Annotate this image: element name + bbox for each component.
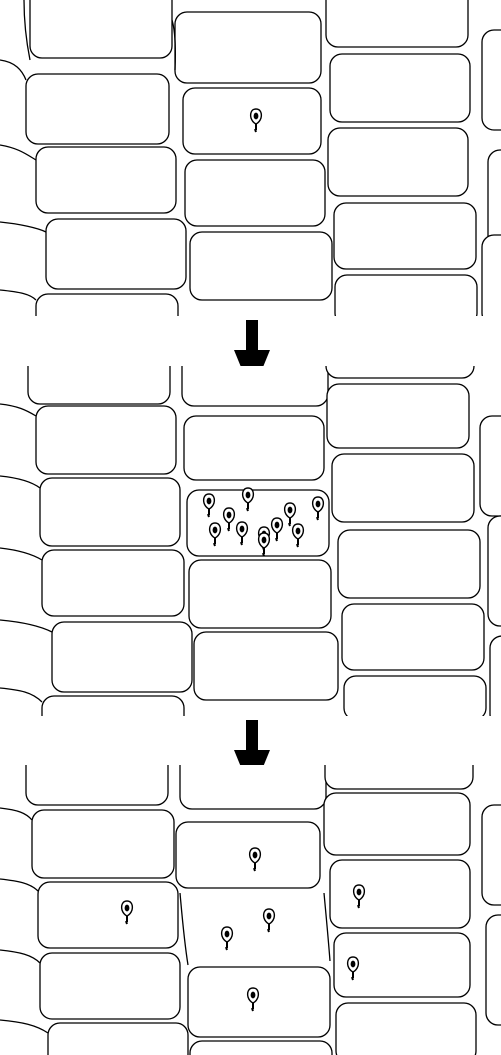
- organism-icon: [202, 493, 216, 518]
- plant-cell: [481, 804, 501, 906]
- plant-cell: [37, 881, 179, 949]
- plant-cell: [47, 1022, 189, 1055]
- plant-cell: [329, 859, 471, 929]
- organism-icon: [311, 496, 325, 521]
- plant-cell: [29, 0, 173, 59]
- plant-cell: [35, 293, 179, 316]
- cell-column-middle: [174, 11, 333, 301]
- plant-cell: [35, 405, 177, 475]
- plant-cell: [189, 1040, 333, 1055]
- plant-cell: [329, 53, 471, 123]
- cell-column-edge: [481, 804, 501, 1026]
- plant-cell: [325, 0, 469, 48]
- plant-cell: [481, 29, 501, 131]
- plant-cell: [41, 549, 185, 617]
- organism-icon: [283, 502, 297, 527]
- organism-icon: [346, 956, 360, 981]
- plant-cell: [39, 952, 181, 1020]
- cell-column-right: [325, 366, 487, 716]
- organism-icon: [241, 487, 255, 512]
- plant-cell: [487, 149, 501, 251]
- plant-cell: [323, 792, 471, 856]
- cell-column-right: [323, 765, 477, 1055]
- organism-icon: [352, 884, 366, 909]
- plant-cell: [181, 366, 329, 407]
- plant-cell: [41, 695, 185, 716]
- plant-cell: [341, 603, 485, 671]
- plant-cell: [45, 218, 187, 290]
- plant-cell: [188, 559, 332, 629]
- plant-cell: [27, 366, 171, 405]
- stage-3-panel: [0, 765, 501, 1055]
- organism-icon: [246, 987, 260, 1012]
- dissolved-cell-space: [180, 893, 324, 963]
- cell-column-left: [25, 0, 187, 316]
- organism-icon: [249, 108, 263, 133]
- plant-cell: [326, 383, 470, 449]
- organism-icon: [262, 908, 276, 933]
- plant-cell: [25, 73, 170, 145]
- plant-cell: [193, 631, 339, 701]
- plant-cell: [179, 765, 327, 810]
- cell-column-middle: [175, 765, 333, 1055]
- plant-cell: [184, 159, 326, 227]
- plant-cell: [479, 415, 501, 517]
- organism-icon: [222, 507, 236, 532]
- cell-column-left: [25, 765, 189, 1055]
- plant-cell: [489, 635, 501, 716]
- stage-2-panel: [0, 366, 501, 716]
- plant-cell: [335, 1002, 477, 1055]
- plant-cell: [187, 966, 331, 1038]
- plant-cell: [334, 274, 478, 316]
- plant-cell: [324, 765, 474, 790]
- plant-cell: [485, 914, 501, 1026]
- plant-cell: [174, 11, 322, 84]
- cell-column-left: [27, 366, 193, 716]
- plant-cell: [333, 932, 471, 998]
- plant-cell: [333, 202, 477, 270]
- organism-icon: [220, 926, 234, 951]
- organism-icon: [248, 847, 262, 872]
- plant-cell: [487, 515, 501, 627]
- plant-cell: [331, 453, 475, 523]
- organism-icon: [235, 521, 249, 546]
- cell-column-edge: [481, 29, 501, 316]
- cell-column-middle: [181, 366, 339, 701]
- organism-icon: [257, 532, 271, 557]
- cell-column-right: [325, 0, 478, 316]
- plant-cell: [175, 821, 321, 889]
- plant-cell: [481, 234, 501, 316]
- plant-cell: [327, 127, 469, 197]
- plant-cell: [39, 477, 181, 547]
- organism-icon: [120, 900, 134, 925]
- cell-column-edge: [479, 415, 501, 716]
- plant-cell: [189, 231, 333, 301]
- plant-cell: [31, 809, 175, 879]
- plant-cell: [343, 675, 487, 716]
- plant-cell: [337, 529, 481, 599]
- plant-cell: [25, 765, 169, 806]
- plant-cell: [35, 146, 177, 214]
- plant-cell: [183, 415, 325, 481]
- plant-cell: [51, 621, 193, 693]
- organism-icon: [291, 523, 305, 548]
- organism-icon: [208, 522, 222, 547]
- plant-cell: [325, 366, 475, 379]
- stage-1-panel: [0, 0, 501, 316]
- organism-icon: [270, 517, 284, 542]
